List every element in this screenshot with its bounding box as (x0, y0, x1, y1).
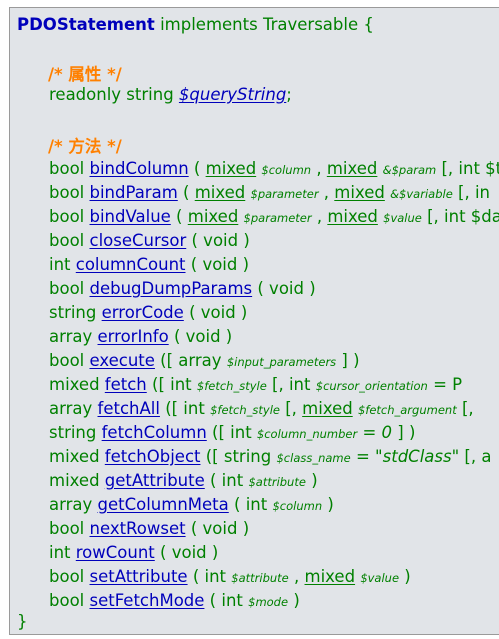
property-name-link[interactable]: $queryString (178, 85, 287, 104)
methods-comment: /* 方法 */ (48, 137, 122, 156)
method-fetchColumn: string fetchColumn ([ int $column_number… (49, 423, 416, 442)
method-errorInfo: array errorInfo ( void ) (49, 327, 233, 346)
method-link-errorCode[interactable]: errorCode (101, 303, 184, 322)
class-synopsis: PDOStatement implements Traversable { /*… (9, 7, 499, 635)
method-link-nextRowset[interactable]: nextRowset (89, 519, 186, 538)
method-link-fetch[interactable]: fetch (104, 375, 147, 394)
method-fetchObject: mixed fetchObject ([ string $class_name … (49, 447, 492, 466)
method-execute: bool execute ([ array $input_parameters … (49, 351, 360, 370)
method-fetch: mixed fetch ([ int $fetch_style [, int $… (49, 375, 463, 394)
class-name: PDOStatement (17, 15, 155, 34)
method-closeCursor: bool closeCursor ( void ) (49, 231, 250, 250)
method-link-fetchObject[interactable]: fetchObject (104, 447, 201, 466)
method-nextRowset: bool nextRowset ( void ) (49, 519, 250, 538)
method-fetchAll: array fetchAll ([ int $fetch_style [, mi… (49, 399, 474, 418)
method-setFetchMode: bool setFetchMode ( int $mode ) (49, 591, 300, 610)
method-link-getAttribute[interactable]: getAttribute (104, 471, 205, 490)
property-query-string: readonly string $queryString; (49, 85, 292, 104)
method-bindParam: bool bindParam ( mixed $parameter , mixe… (49, 183, 490, 202)
method-debugDumpParams: bool debugDumpParams ( void ) (49, 279, 316, 298)
method-link-columnCount[interactable]: columnCount (75, 255, 186, 274)
class-declaration: PDOStatement implements Traversable { (17, 15, 374, 35)
method-rowCount: int rowCount ( void ) (49, 543, 219, 562)
method-link-bindColumn[interactable]: bindColumn (89, 159, 189, 178)
method-link-bindValue[interactable]: bindValue (89, 207, 171, 226)
method-bindValue: bool bindValue ( mixed $parameter , mixe… (49, 207, 499, 226)
method-link-execute[interactable]: execute (89, 351, 155, 370)
method-link-rowCount[interactable]: rowCount (75, 543, 155, 562)
method-getAttribute: mixed getAttribute ( int $attribute ) (49, 471, 318, 490)
method-bindColumn: bool bindColumn ( mixed $column , mixed … (49, 159, 499, 178)
method-link-setFetchMode[interactable]: setFetchMode (89, 591, 205, 610)
method-errorCode: string errorCode ( void ) (49, 303, 248, 322)
method-getColumnMeta: array getColumnMeta ( int $column ) (49, 495, 334, 514)
method-link-debugDumpParams[interactable]: debugDumpParams (89, 279, 253, 298)
interface-name: Traversable (262, 15, 359, 34)
method-link-getColumnMeta[interactable]: getColumnMeta (97, 495, 229, 514)
method-columnCount: int columnCount ( void ) (49, 255, 250, 274)
open-brace: { (363, 15, 374, 34)
method-link-setAttribute[interactable]: setAttribute (89, 567, 188, 586)
implements-keyword: implements (160, 15, 258, 34)
method-link-errorInfo[interactable]: errorInfo (97, 327, 169, 346)
method-link-fetchAll[interactable]: fetchAll (97, 399, 160, 418)
method-link-bindParam[interactable]: bindParam (89, 183, 178, 202)
property-modifiers: readonly string (49, 85, 174, 104)
method-setAttribute: bool setAttribute ( int $attribute , mix… (49, 567, 411, 586)
properties-comment: /* 属性 */ (48, 65, 122, 84)
method-link-fetchColumn[interactable]: fetchColumn (101, 423, 207, 442)
method-link-closeCursor[interactable]: closeCursor (89, 231, 187, 250)
close-brace: } (17, 612, 28, 631)
